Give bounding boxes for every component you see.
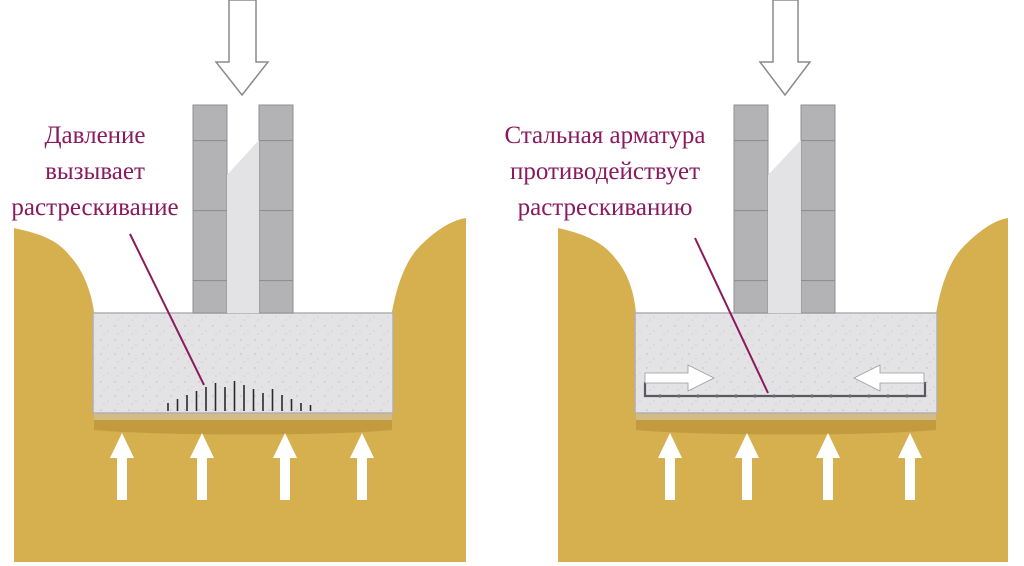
left-load-arrow-down-icon: [214, 0, 270, 97]
rebar-tie-dot: [658, 394, 662, 398]
left-caption: Давление вызывает растрескивание: [0, 118, 190, 226]
soil-pressure-arrow-up-icon: [190, 433, 214, 500]
rebar-tie-dot: [886, 394, 890, 398]
right-caption: Стальная арматура противодействует растр…: [462, 118, 748, 226]
right-wall-outer-leaf-2: [800, 104, 836, 314]
rebar-tie-dot: [677, 394, 681, 398]
right-load-arrow-down-icon: [758, 0, 812, 97]
rebar-tie-dot: [829, 394, 833, 398]
tension-arrow-right-icon: [644, 364, 715, 392]
rebar-tie-dot: [905, 394, 909, 398]
right-panel: [558, 0, 1008, 562]
rebar-tie-dot: [753, 394, 757, 398]
left-wall-cavity-fill: [227, 140, 259, 313]
rebar-tie-dot: [715, 394, 719, 398]
right-soil-pressure-arrows: [658, 433, 922, 500]
rebar-tie-dot: [734, 394, 738, 398]
soil-pressure-arrow-up-icon: [658, 433, 682, 500]
right-leader-line: [694, 237, 769, 394]
left-caption-line-1: Давление: [44, 122, 146, 149]
left-soil-pressure-arrows: [110, 433, 374, 500]
rebar-tie-dot: [772, 394, 776, 398]
left-wall-outer-leaf-2: [258, 104, 294, 314]
left-caption-line-2: вызывает: [45, 158, 145, 185]
soil-pressure-arrow-up-icon: [735, 433, 759, 500]
rebar-tie-dot: [848, 394, 852, 398]
rebar-dots: [658, 394, 909, 398]
right-caption-line-2: противодействует: [509, 158, 701, 185]
left-caption-line-3: растрескивание: [11, 194, 179, 221]
left-wall-outer-leaf-1: [192, 104, 228, 314]
left-panel: [14, 0, 466, 562]
rebar-icon: [643, 382, 927, 398]
left-trench-shadow: [94, 412, 392, 435]
right-wall-cavity-fill: [768, 140, 801, 313]
rebar-tie-dot: [791, 394, 795, 398]
soil-pressure-arrow-up-icon: [898, 433, 922, 500]
right-wall-outer-leaf-1: [733, 104, 769, 314]
right-trench-shadow: [636, 412, 936, 435]
soil-pressure-arrow-up-icon: [350, 433, 374, 500]
rebar-tie-dot: [696, 394, 700, 398]
soil-pressure-arrow-up-icon: [110, 433, 134, 500]
rebar-tie-dot: [810, 394, 814, 398]
right-caption-line-1: Стальная арматура: [504, 122, 706, 149]
rebar: [643, 382, 927, 398]
right-caption-line-3: растрескиванию: [517, 194, 693, 221]
tension-arrow-left-icon: [853, 364, 925, 392]
soil-pressure-arrow-up-icon: [816, 433, 840, 500]
soil-pressure-arrow-up-icon: [273, 433, 297, 500]
crack-marks: [167, 381, 312, 411]
rebar-tie-dot: [867, 394, 871, 398]
left-leader-line: [129, 233, 205, 386]
